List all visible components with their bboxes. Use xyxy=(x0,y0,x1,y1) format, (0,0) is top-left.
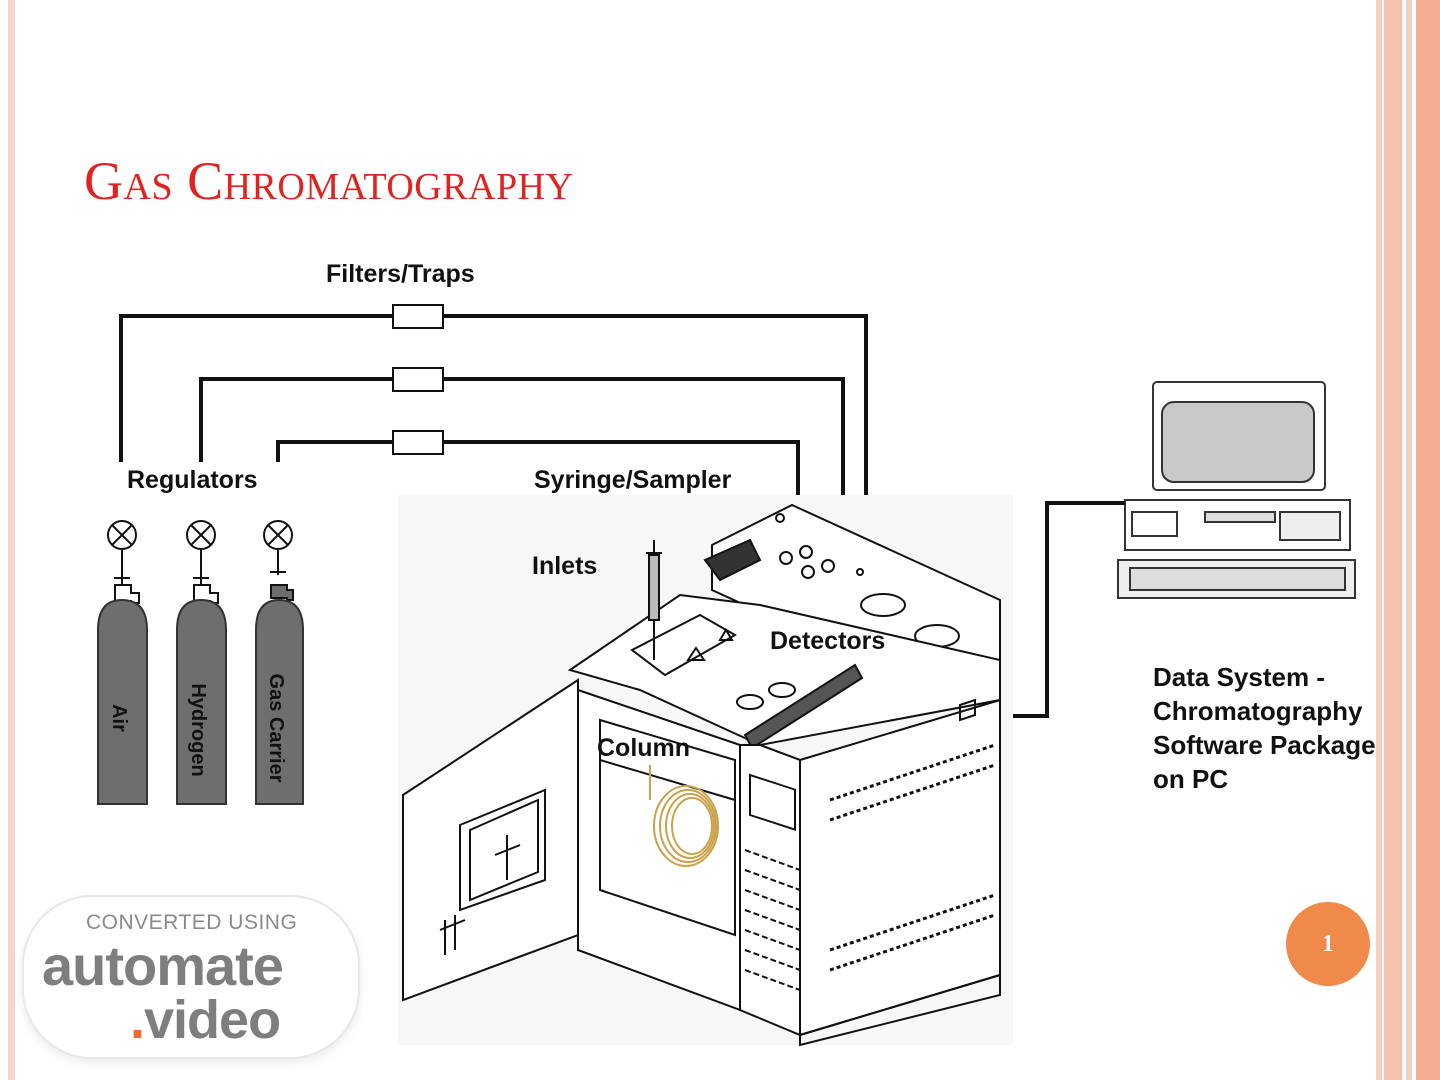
page-number-badge: 1 xyxy=(1286,902,1370,986)
watermark-top-text: CONVERTED USING xyxy=(86,911,298,934)
watermark-bottom: .video xyxy=(130,989,281,1051)
data-system-line-1: Data System - xyxy=(1153,662,1325,692)
label-syringe-sampler: Syringe/Sampler xyxy=(534,466,732,494)
cylinder-hydrogen xyxy=(176,598,227,805)
data-system-caption: Data System - Chromatography Software Pa… xyxy=(1153,660,1376,796)
filter-traps xyxy=(392,304,444,455)
slide-title: Gas Chromatography xyxy=(84,151,574,211)
label-column: Column xyxy=(597,734,691,762)
cylinder-valves xyxy=(114,584,294,604)
watermark-dot: . xyxy=(130,990,145,1050)
watermark-badge: CONVERTED USING automate .video xyxy=(22,895,360,1059)
data-system-line-4: on PC xyxy=(1153,764,1229,794)
pc-data-system xyxy=(1117,381,1356,599)
cylinder-label-gas-carrier: Gas Carrier xyxy=(265,674,287,783)
data-cable xyxy=(1013,501,1125,718)
data-system-line-2: Chromatography xyxy=(1153,696,1363,726)
data-system-line-3: Software Package xyxy=(1153,730,1376,760)
gas-lines xyxy=(119,314,868,545)
cylinder-label-air: Air xyxy=(108,704,130,732)
cylinder-gas-carrier xyxy=(255,598,304,805)
cylinder-air xyxy=(97,598,148,805)
regulator-valves xyxy=(107,520,293,585)
gas-cylinders xyxy=(97,598,304,805)
label-filters-traps: Filters/Traps xyxy=(326,260,475,288)
label-regulators: Regulators xyxy=(127,466,258,494)
label-inlets: Inlets xyxy=(532,552,598,580)
cylinder-label-hydrogen: Hydrogen xyxy=(187,683,209,776)
label-detectors: Detectors xyxy=(770,627,886,655)
right-border-stripes xyxy=(1376,0,1440,1080)
column-coil xyxy=(649,765,719,867)
watermark-middle-text: automate xyxy=(42,934,284,997)
gc-instrument xyxy=(398,495,1013,1047)
left-border-stripe xyxy=(8,0,15,1080)
watermark-bottom-text: video xyxy=(144,990,281,1050)
